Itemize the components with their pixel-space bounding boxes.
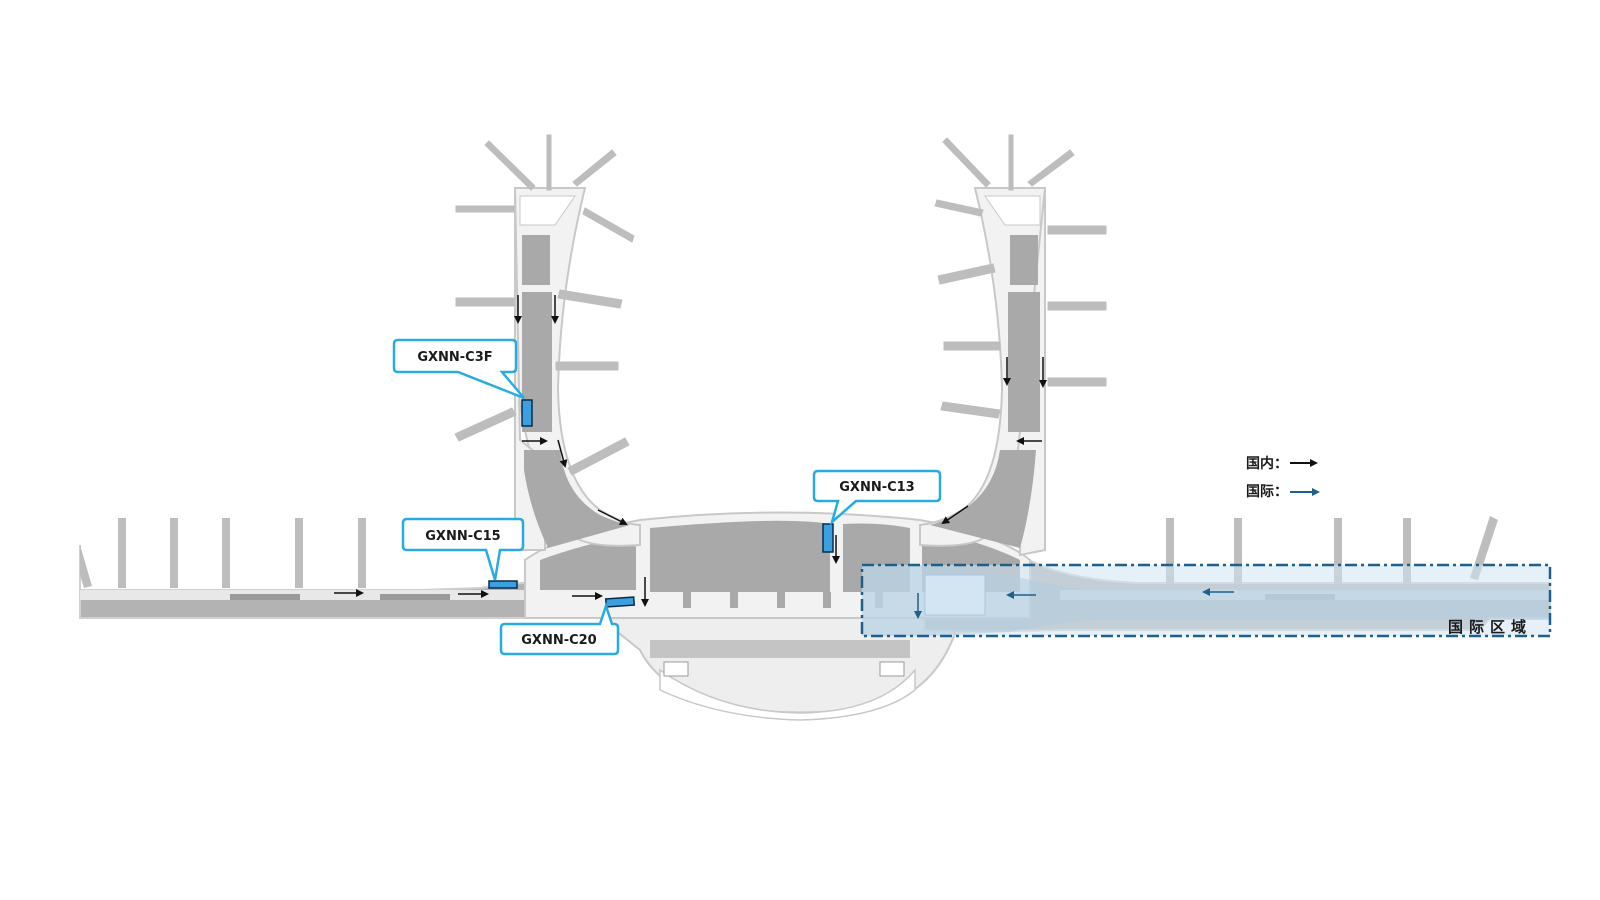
blue-rectangle-marker-icon[interactable] (488, 580, 518, 589)
arrow-icon (557, 439, 568, 468)
callout-gxnn-c15[interactable]: GXNN-C15 (401, 517, 525, 581)
east-pier (919, 134, 1107, 557)
blue-rectangle-marker-icon[interactable] (604, 596, 636, 608)
international-zone-label: 国际区域 (1448, 618, 1532, 636)
domestic-flow-arrows (334, 295, 1047, 607)
international-flow-arrows (914, 588, 1234, 619)
blue-rectangle-marker-icon[interactable] (521, 399, 533, 427)
callout-label: GXNN-C20 (521, 633, 596, 648)
blue-rectangle-marker-icon[interactable] (822, 523, 834, 553)
markers (488, 399, 834, 608)
callout-gxnn-c3f[interactable]: GXNN-C3F (392, 338, 525, 400)
callout-gxnn-c20[interactable]: GXNN-C20 (499, 602, 620, 656)
international-zone: 国际区域 (860, 563, 1552, 638)
callout-label: GXNN-C3F (417, 350, 492, 365)
callout-label: GXNN-C15 (425, 529, 500, 544)
arrow-icon (597, 509, 628, 525)
arrow-icon (941, 505, 969, 525)
callout-label: GXNN-C13 (839, 480, 914, 495)
landside-hall (597, 617, 962, 721)
legend-international-label: 国际： (1246, 484, 1288, 500)
west-pier (453, 134, 641, 551)
legend: 国内： 国际： (1246, 455, 1320, 500)
callout-gxnn-c13[interactable]: GXNN-C13 (812, 469, 942, 526)
legend-domestic-label: 国内： (1246, 455, 1288, 472)
